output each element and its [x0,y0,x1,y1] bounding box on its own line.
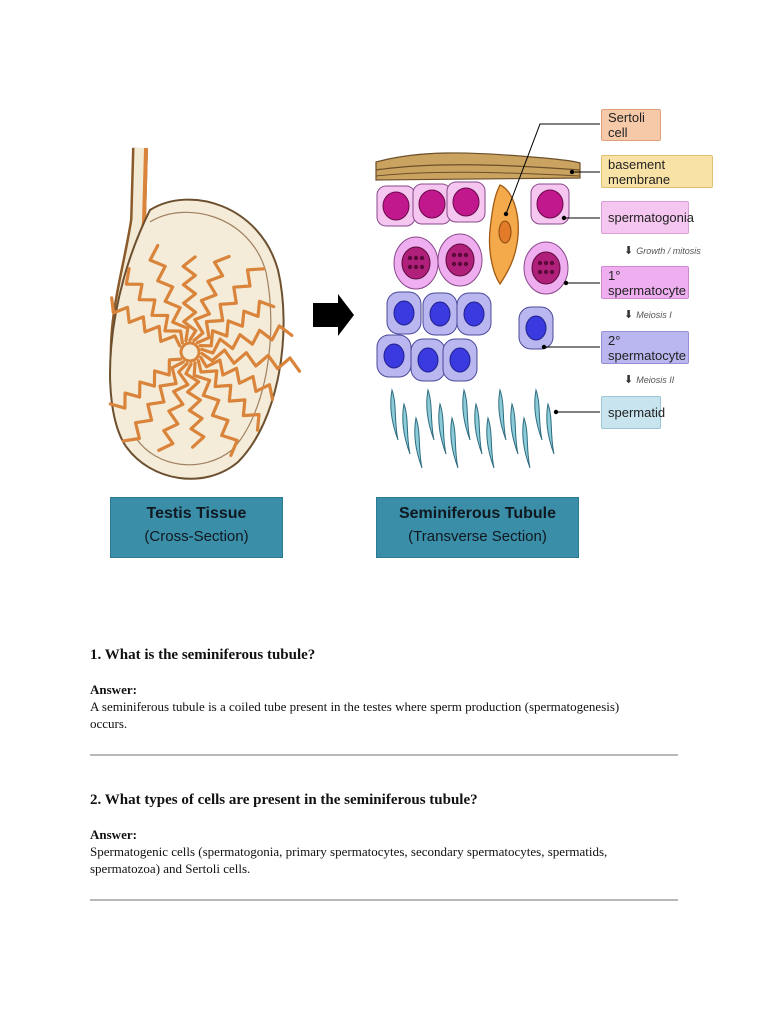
step-growth: ⬇Growth / mitosis [624,244,701,257]
label-spermatogonia: spermatogonia [601,201,694,234]
answer-text-1: A seminiferous tubule is a coiled tube p… [90,699,620,731]
figure: Testis Tissue (Cross-Section) Seminifero… [108,109,713,558]
divider [90,754,678,756]
label-sertoli-cell: Sertoli cell [601,109,661,141]
testis-illustration [108,147,302,480]
step-meiosis-1-label: Meiosis I [636,310,672,320]
arrow-down-icon: ⬇ [624,309,634,321]
step-meiosis-2-label: Meiosis II [636,375,675,385]
step-growth-label: Growth / mitosis [636,246,701,256]
label-basement-membrane: basement membrane [601,155,713,188]
arrow-right-icon [313,294,354,336]
figure-illustration [108,123,600,480]
answer-label-2: Answer: [90,827,137,842]
step-meiosis-2: ⬇Meiosis II [624,373,674,386]
right-caption-subtitle: (Transverse Section) [408,528,547,545]
left-caption-title: Testis Tissue [146,505,247,522]
left-caption-subtitle: (Cross-Section) [144,528,249,545]
right-caption: Seminiferous Tubule (Transverse Section) [376,497,579,558]
question-2: 2. What types of cells are present in th… [90,792,478,808]
tubule-illustration [375,152,581,469]
label-primary-spermatocyte: 1° spermatocyte [601,266,689,299]
qa-item-2: 2. What types of cells are present in th… [90,792,680,877]
qa-item-1: 1. What is the seminiferous tubule? Answ… [90,647,680,732]
arrow-down-icon: ⬇ [624,374,634,386]
label-secondary-spermatocyte: 2° spermatocyte [601,331,689,364]
label-spermatid: spermatid [601,396,665,429]
left-caption: Testis Tissue (Cross-Section) [110,497,283,558]
pointer-lines [505,123,600,413]
step-meiosis-1: ⬇Meiosis I [624,308,672,321]
arrow-down-icon: ⬇ [624,245,634,257]
question-1: 1. What is the seminiferous tubule? [90,647,316,663]
divider [90,899,678,901]
right-caption-title: Seminiferous Tubule [398,505,557,522]
answer-text-2: Spermatogenic cells (spermatogonia, prim… [90,844,608,876]
answer-label-1: Answer: [90,682,137,697]
